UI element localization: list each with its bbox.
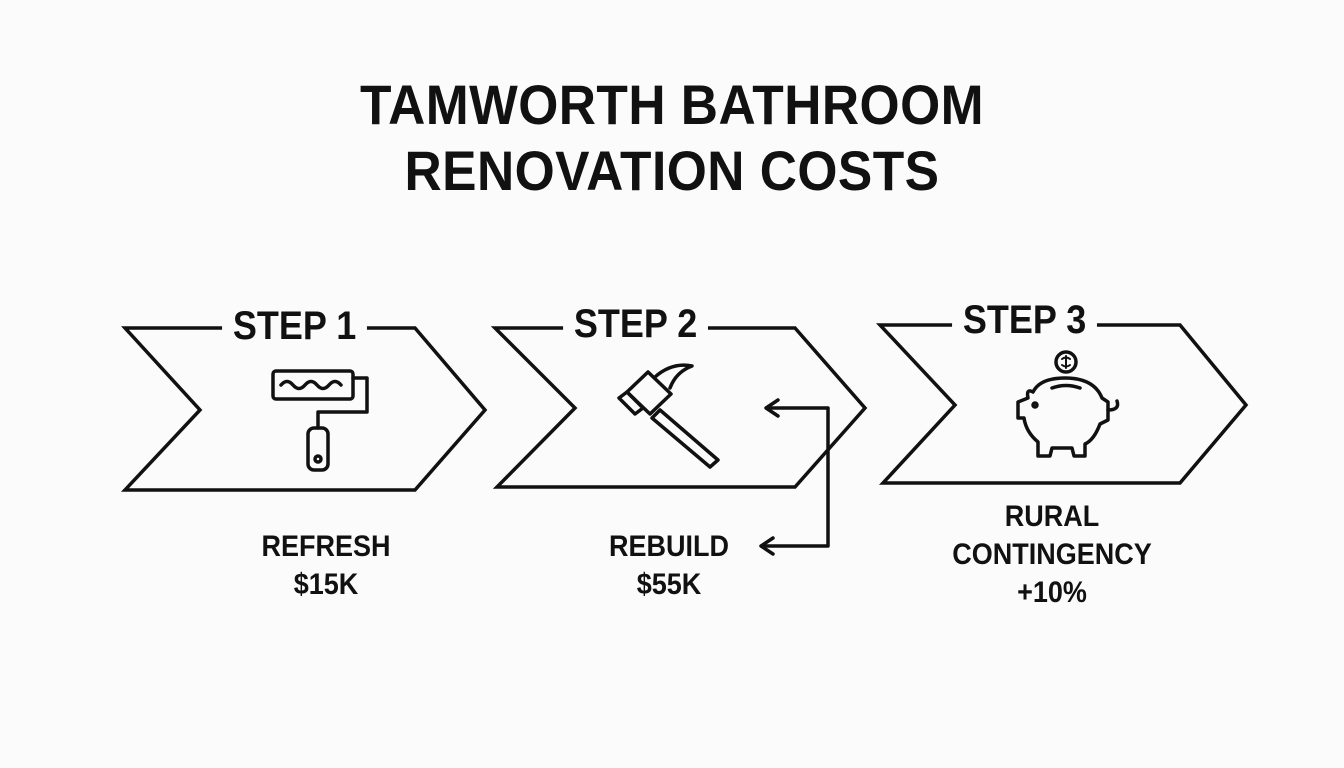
- step-2-caption: REBUILD $55K: [579, 528, 759, 604]
- step-2-chevron: [490, 326, 868, 489]
- hammer-icon: [617, 363, 720, 469]
- step-1-caption-name: REFRESH: [261, 530, 391, 563]
- step-3-caption-line-3: +10%: [1017, 576, 1087, 609]
- step-2-label: STEP 2: [563, 302, 709, 346]
- page-title: TAMWORTH BATHROOM RENOVATION COSTS: [54, 72, 1290, 204]
- step-2-caption-name: REBUILD: [608, 530, 730, 563]
- step-1-caption-cost: $15K: [293, 568, 359, 601]
- title-line-1: TAMWORTH BATHROOM: [359, 73, 985, 136]
- step-1-caption: REFRESH $15K: [236, 528, 416, 604]
- step-3-chevron: [875, 323, 1249, 485]
- step-3-label: STEP 3: [952, 298, 1098, 342]
- title-line-2: RENOVATION COSTS: [404, 139, 940, 202]
- rebuild-connector-arrow: [759, 398, 830, 556]
- step-3-caption: RURAL CONTINGENCY +10%: [933, 498, 1171, 612]
- step-1-label: STEP 1: [222, 304, 368, 348]
- paint-roller-icon: [271, 369, 369, 472]
- step-3-caption-line-1: RURAL: [1004, 500, 1100, 533]
- step-1-chevron: [120, 326, 488, 492]
- step-3-caption-line-2: CONTINGENCY: [952, 538, 1152, 571]
- piggy-bank-icon: [1016, 350, 1120, 458]
- step-2-caption-cost: $55K: [636, 568, 702, 601]
